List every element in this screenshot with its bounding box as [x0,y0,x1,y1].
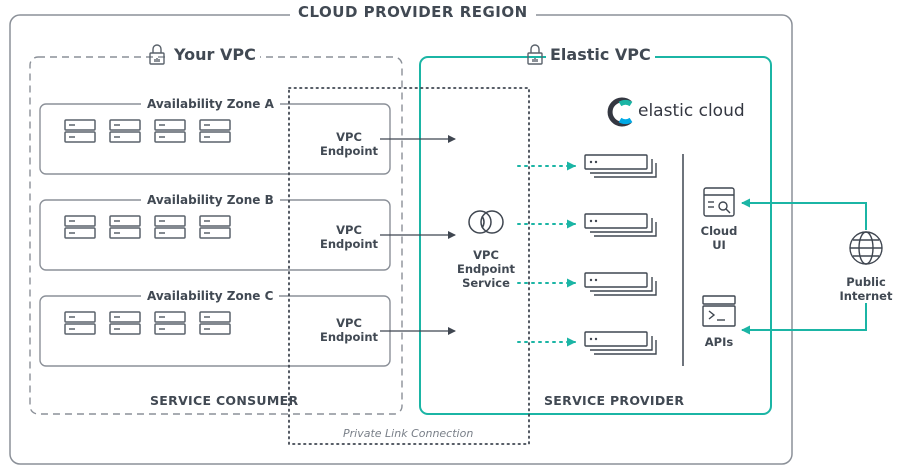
cloud-ui-label: Cloud UI [700,224,738,252]
public-internet-label: Public Internet [839,275,893,303]
deployment-server-icon [584,213,657,237]
server-rack-icon [109,119,141,143]
vpc-endpoint-service-label: VPC Endpoint Service [456,248,516,290]
server-rack-icon [64,215,96,239]
server-rack-icon [154,119,186,143]
service-provider-label: SERVICE PROVIDER [544,393,685,408]
private-link-label: Private Link Connection [339,427,478,440]
zone-c-label: Availability Zone C [141,289,280,303]
server-rack-icon [64,311,96,335]
server-rack-icon [109,215,141,239]
private-link-boundary [288,87,530,445]
server-rack-icon [199,311,231,335]
elastic-vpc-title: Elastic VPC [546,47,655,63]
zone-b-label: Availability Zone B [141,193,280,207]
apis-label: APIs [704,335,734,349]
internet-to-apis-arrow [741,303,867,335]
region-title: CLOUD PROVIDER REGION [290,5,536,20]
vpc-endpoint-service-icon [468,210,504,234]
zone-server-racks [64,119,231,335]
vpc-endpoint-a-label: VPC Endpoint [319,130,379,158]
server-rack-icon [64,119,96,143]
deployment-server-stacks [584,154,657,355]
globe-icon [849,231,883,265]
elastic-vpc-lock-icon [527,44,543,65]
your-vpc-title: Your VPC [170,47,260,63]
server-rack-icon [109,311,141,335]
elastic-cloud-logo-icon [607,97,633,127]
server-rack-icon [199,215,231,239]
internet-to-cloud-ui-arrow [741,198,867,230]
server-rack-icon [199,119,231,143]
cloud-ui-icon [703,187,735,217]
deployment-server-icon [584,272,657,296]
your-vpc-boundary [29,56,403,415]
vpc-endpoint-c-label: VPC Endpoint [319,316,379,344]
your-vpc-lock-icon [149,44,165,65]
elastic-cloud-brand: elastic cloud [638,101,745,121]
vpc-endpoint-b-label: VPC Endpoint [319,223,379,251]
api-terminal-icon [702,295,736,327]
deployment-server-icon [584,331,657,355]
server-rack-icon [154,215,186,239]
server-rack-icon [154,311,186,335]
zone-a-label: Availability Zone A [141,97,280,111]
deployment-server-icon [584,154,657,178]
service-consumer-label: SERVICE CONSUMER [150,393,299,408]
